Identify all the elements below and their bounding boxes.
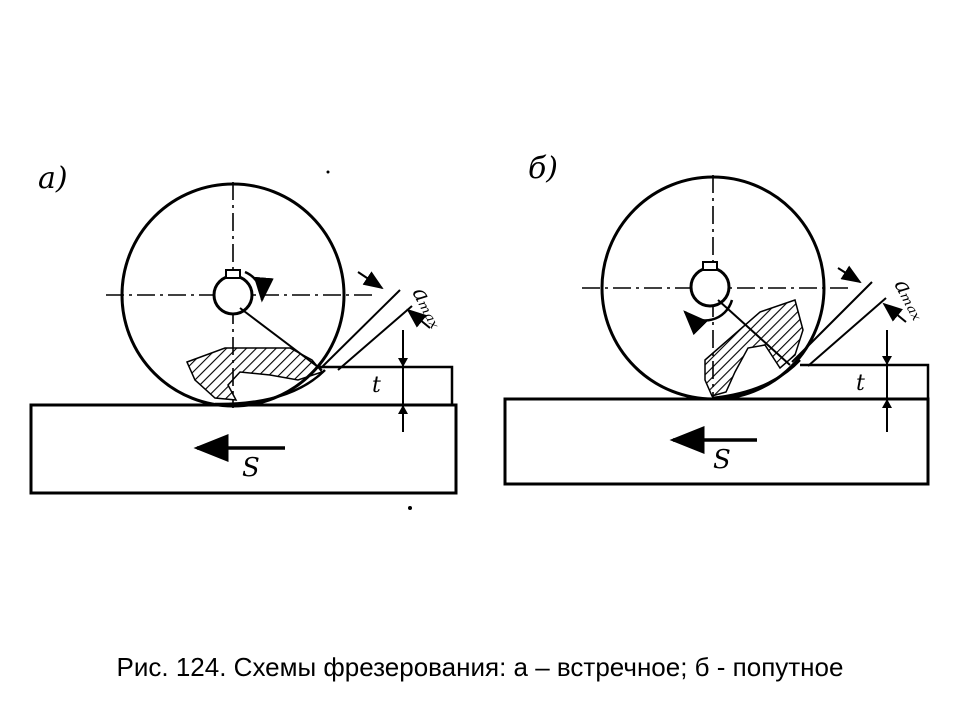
panel-b-cut-arc <box>711 359 801 400</box>
panel-a-amax-arrow-1 <box>357 271 384 290</box>
panel-b-arbor-hole <box>689 266 731 308</box>
panel-a-keyway <box>225 269 241 279</box>
panel-a-amax-arrow-2 <box>406 308 431 329</box>
panel-b-depth-label: t <box>856 371 865 396</box>
panel-a-cut-arc <box>214 369 326 406</box>
panel-b-keyway <box>702 261 718 271</box>
panel-b: б) aₘₐₓ t S <box>503 151 931 486</box>
speck-2 <box>326 170 330 174</box>
panel-b-depth-arrow-bottom <box>882 399 892 408</box>
panel-a-arbor-hole <box>212 274 254 316</box>
panel-a-label: а) <box>38 161 68 196</box>
panel-b-depth-arrow-top <box>882 356 892 365</box>
speck-1 <box>408 506 412 510</box>
figure-caption: Рис. 124. Схемы фрезерования: а – встреч… <box>116 652 844 682</box>
panel-a-amax-label: aₘₐₓ <box>407 283 449 333</box>
panel-a-amax-line-1 <box>321 289 401 368</box>
panel-b-amax-label: aₘₐₓ <box>889 275 931 325</box>
panel-a: а) aₘₐₓ t S <box>29 161 458 495</box>
panel-a-depth-arrow-top <box>398 358 408 367</box>
panel-a-stock-outline <box>318 365 454 405</box>
panel-a-amax-line-2 <box>337 305 413 371</box>
panel-a-chip-hatched <box>185 347 324 401</box>
panel-a-depth-label: t <box>372 373 381 398</box>
panel-b-label: б) <box>528 151 558 186</box>
panel-b-chip-hatched <box>704 299 804 397</box>
panel-b-rotation-arrow <box>683 299 734 336</box>
panel-a-depth-arrow-bottom <box>398 405 408 414</box>
panel-a-feed-label: S <box>242 453 260 483</box>
panel-b-amax-arrow-2 <box>882 302 907 323</box>
panel-b-amax-line-1 <box>791 281 873 363</box>
panel-b-amax-line-2 <box>807 297 887 367</box>
panel-b-amax-arrow-1 <box>837 265 862 284</box>
panel-b-feed-label: S <box>713 445 731 475</box>
panel-a-rotation-arrow <box>244 270 274 303</box>
panel-b-stock-outline <box>800 363 930 399</box>
milling-schemes-figure: а) aₘₐₓ t S б <box>29 151 931 510</box>
